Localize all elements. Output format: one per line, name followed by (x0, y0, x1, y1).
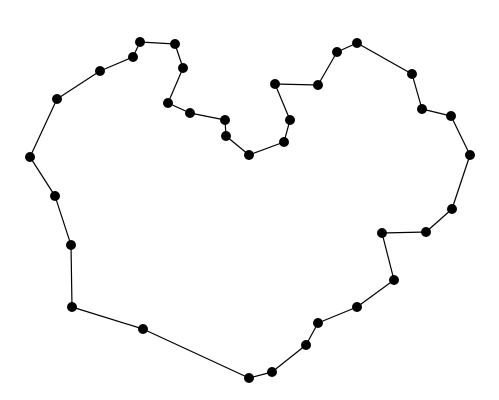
polygon-node (352, 302, 362, 312)
polygon-node (95, 66, 105, 76)
polygon-edge (189, 112, 226, 121)
polygon-node (446, 111, 456, 121)
polygon-edge (381, 231, 427, 234)
polygon-node (270, 79, 280, 89)
polygon-node (163, 98, 173, 108)
polygon-node (279, 137, 289, 147)
polygon-edge (274, 83, 291, 121)
polygon-node (67, 302, 77, 312)
polygon-node (465, 150, 475, 160)
polygon-node (135, 37, 145, 47)
polygon-node (244, 150, 254, 160)
polygon-node (352, 38, 362, 48)
polygon-node (447, 204, 457, 214)
polygon-edge (71, 306, 144, 330)
polygon-node (244, 373, 254, 383)
polygon-node (332, 47, 342, 57)
polygon-node (138, 324, 148, 334)
polygon-node (221, 131, 231, 141)
polygon-edge (29, 98, 58, 158)
polygon-node (285, 115, 295, 125)
polygon-node (170, 39, 180, 49)
polygon-node (301, 340, 311, 350)
polygon-edge (356, 42, 413, 75)
polygon-edge (381, 232, 395, 281)
polygon-edge (139, 41, 176, 45)
polygon-edge (411, 73, 423, 110)
polygon-edge (54, 195, 72, 246)
polygon-edge (29, 156, 56, 197)
polygon-node (421, 227, 431, 237)
polygon-node (417, 104, 427, 114)
polygon-node (50, 191, 60, 201)
polygon-edge (450, 115, 471, 156)
polygon-node (220, 115, 230, 125)
polygon-edge (70, 244, 73, 308)
polygon-node (52, 94, 62, 104)
polygon-node (66, 240, 76, 250)
polygon-nodes (25, 37, 475, 383)
polygon-edge (356, 279, 395, 308)
polygon-edge (271, 344, 307, 373)
polygon-node (267, 367, 277, 377)
polygon-node (313, 318, 323, 328)
polygon-node (178, 63, 188, 73)
polygon-edge (317, 306, 358, 324)
polygon-node (313, 80, 323, 90)
polygon-edge (56, 70, 101, 100)
polygon-edge (317, 51, 338, 86)
polygon-edge (142, 328, 250, 379)
polygon-edge (167, 67, 184, 104)
polygon-edge (99, 56, 134, 72)
polygon-edge (451, 154, 471, 210)
polygon-edges (29, 41, 471, 379)
polygon-node (185, 108, 195, 118)
polygon-edge (248, 141, 285, 156)
polygon-node (128, 52, 138, 62)
polygon-node (25, 152, 35, 162)
polygon-edge (274, 83, 319, 86)
polygon-node (377, 228, 387, 238)
polygon-edge (425, 208, 453, 233)
polygon-node (407, 69, 417, 79)
polygon-node (389, 275, 399, 285)
